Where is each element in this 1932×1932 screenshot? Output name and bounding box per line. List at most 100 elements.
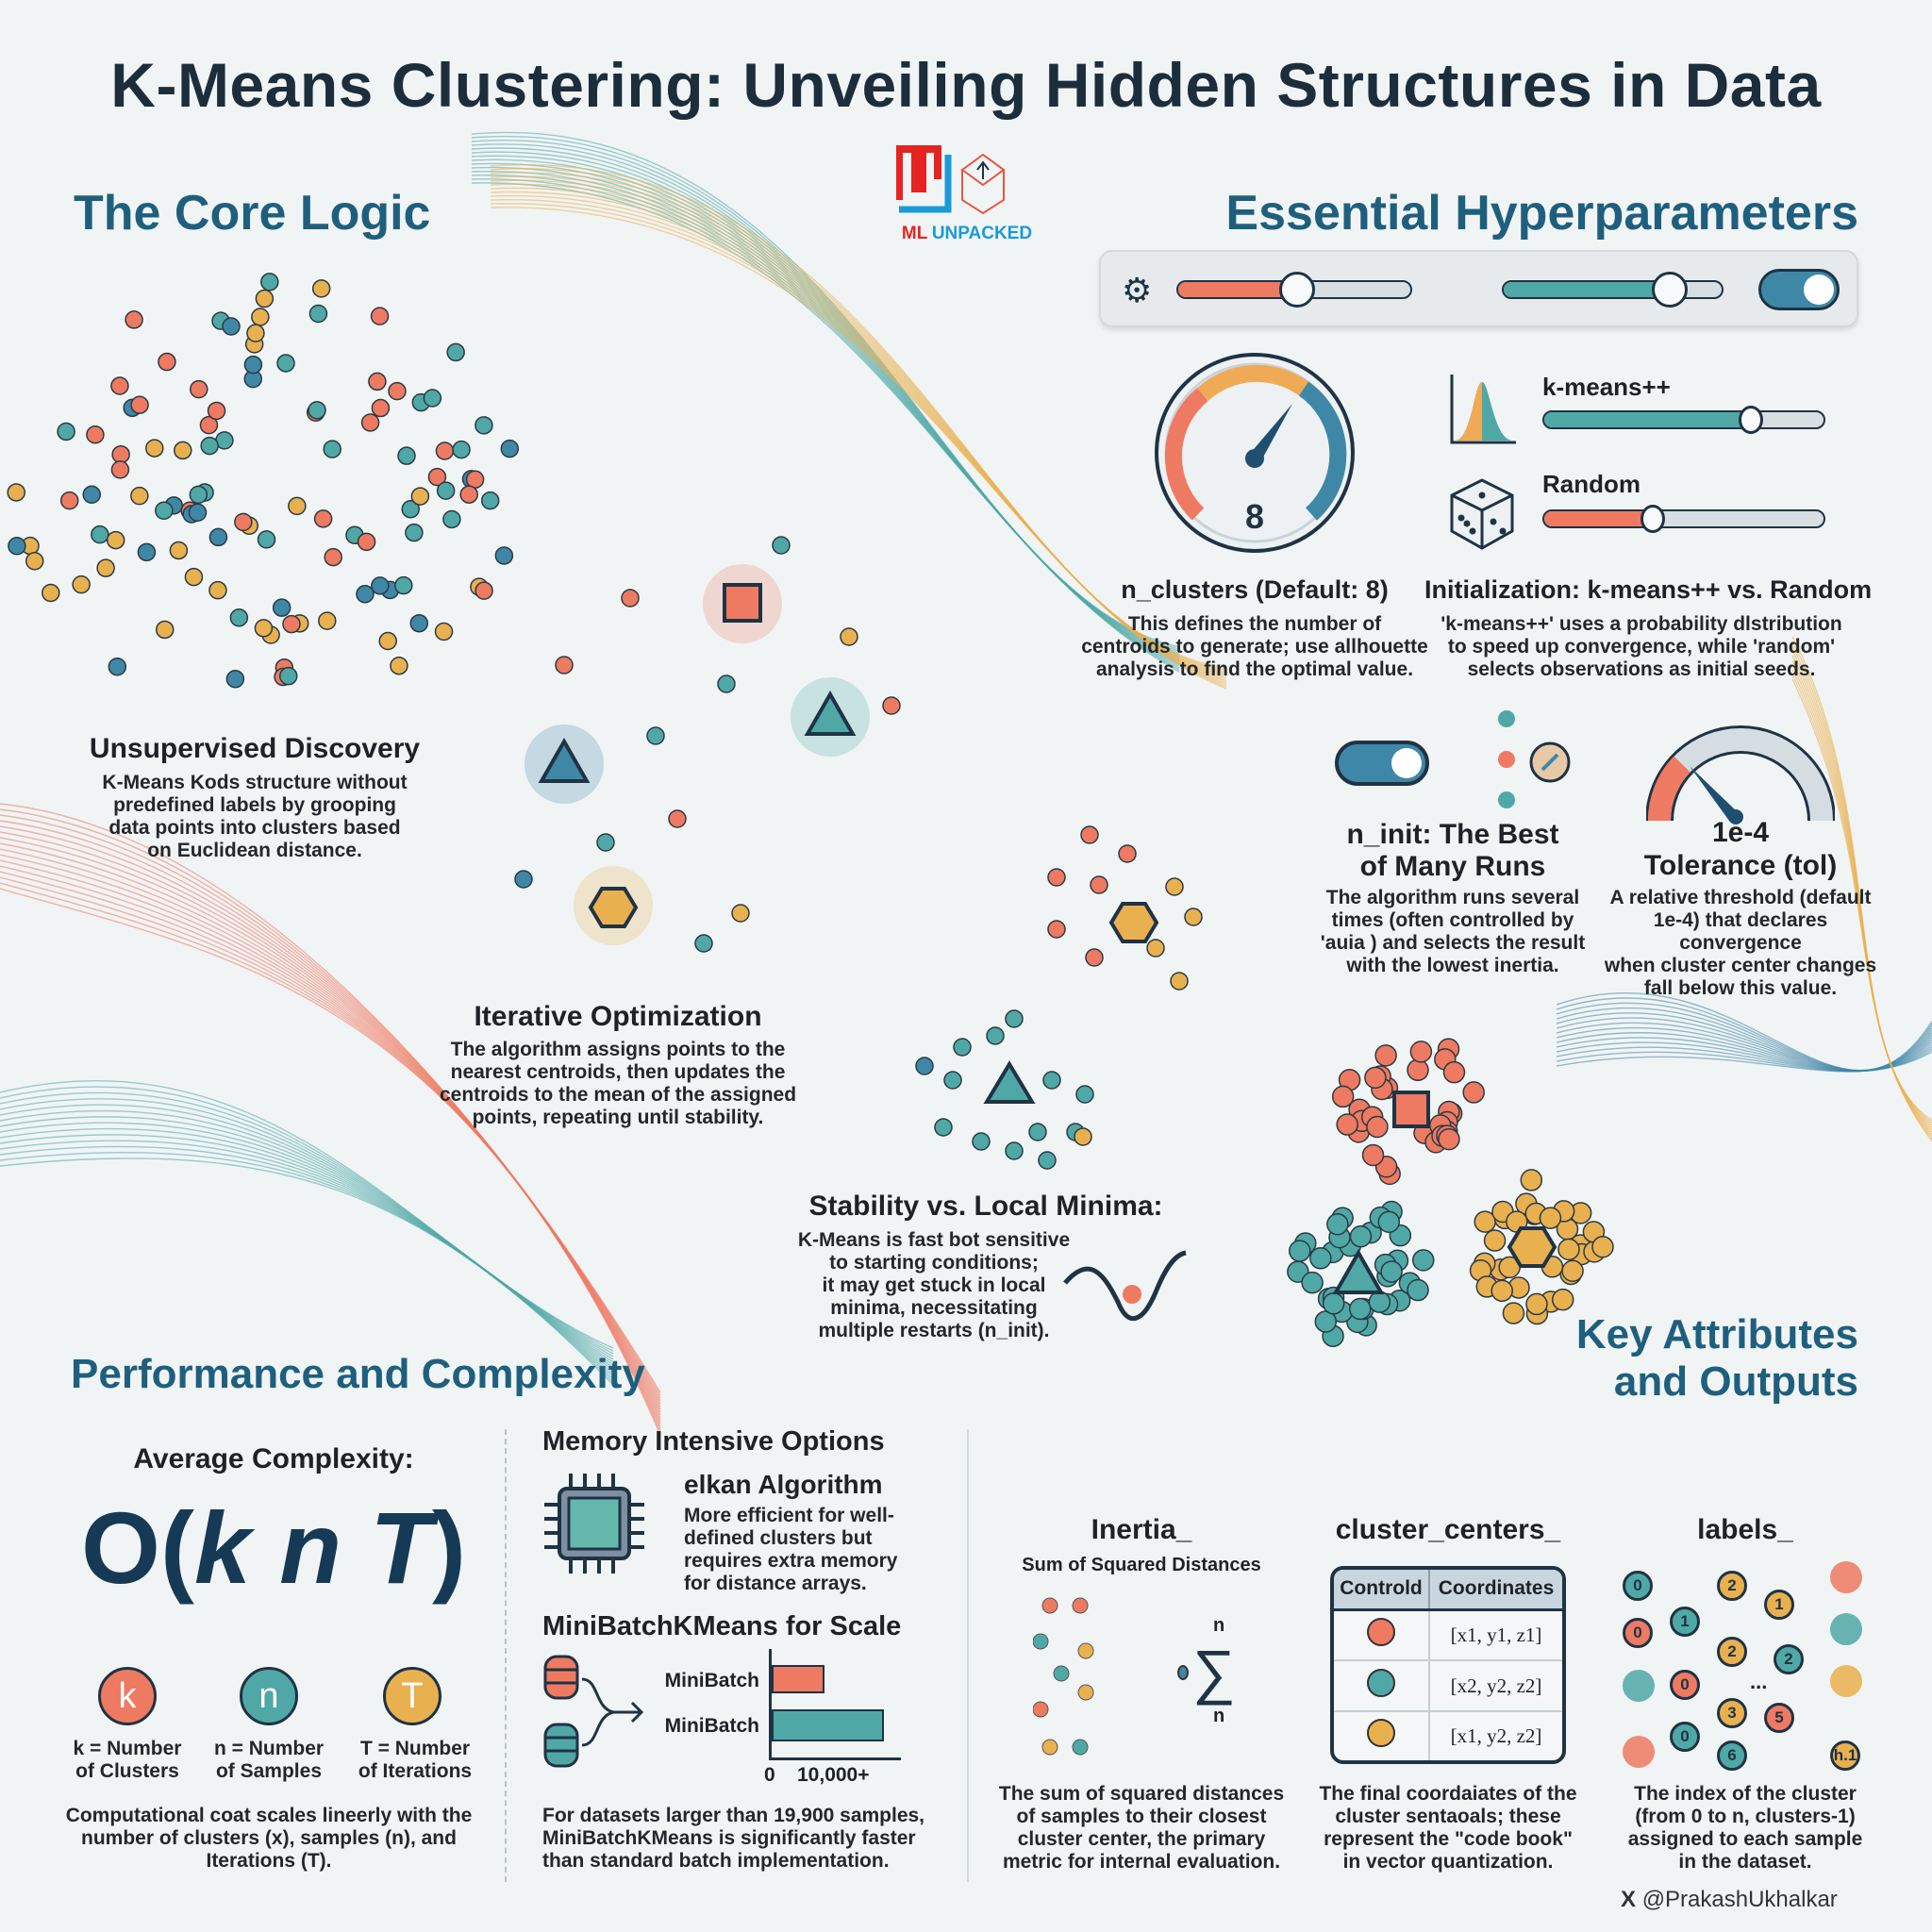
init-option-kmeanspp-label: k-means++ bbox=[1542, 373, 1671, 401]
data-point bbox=[25, 551, 44, 571]
tolerance-description: A relative threshold (default 1e-4) that… bbox=[1604, 887, 1877, 999]
data-point bbox=[57, 422, 75, 441]
data-point bbox=[1301, 1271, 1324, 1294]
n-init-toggle[interactable] bbox=[1335, 741, 1429, 786]
data-point bbox=[1331, 1085, 1355, 1108]
data-point bbox=[1309, 1247, 1332, 1270]
centroid-dot bbox=[1177, 1665, 1189, 1680]
performance-heading: Performance and Complexity bbox=[71, 1351, 645, 1397]
formula-close: ) bbox=[432, 1491, 467, 1605]
n-clusters-title: n_clusters (Default: 8) bbox=[1121, 575, 1389, 604]
data-point bbox=[1557, 1238, 1580, 1261]
centroid-color-dot bbox=[1367, 1669, 1395, 1698]
data-point bbox=[694, 934, 713, 953]
data-point bbox=[200, 436, 219, 456]
centroid-color-dot bbox=[1367, 1719, 1395, 1748]
cluster-label-badge: 6 bbox=[1717, 1740, 1747, 1771]
hyperparameter-slider-2[interactable] bbox=[1502, 272, 1724, 308]
initialization-description: 'k-means++' uses a probability dlstribut… bbox=[1441, 613, 1842, 680]
data-point bbox=[1591, 1235, 1614, 1258]
slider-handle[interactable] bbox=[1641, 505, 1666, 533]
attributes-heading-line1: Key Attributes bbox=[1575, 1311, 1858, 1357]
data-point bbox=[1361, 1143, 1385, 1167]
hyperparameter-slider-1[interactable] bbox=[1176, 272, 1412, 308]
data-point bbox=[368, 372, 387, 391]
data-point bbox=[442, 509, 461, 529]
centroid-hexagon-icon bbox=[588, 887, 639, 928]
data-point bbox=[288, 496, 307, 516]
random-slider[interactable] bbox=[1542, 505, 1825, 533]
data-point bbox=[717, 675, 736, 693]
minibatch-bar-label: MiniBatch bbox=[664, 1715, 759, 1737]
centroid-hexagon-icon bbox=[1108, 902, 1159, 943]
data-point bbox=[943, 1071, 962, 1090]
inertia-subtitle: Sum of Squared Distances bbox=[1022, 1555, 1261, 1575]
table-row: [x2, y2, z2] bbox=[1334, 1659, 1562, 1711]
data-point bbox=[254, 619, 274, 638]
data-point bbox=[82, 485, 101, 505]
data-point bbox=[308, 401, 326, 420]
centroid-square-icon bbox=[1392, 1091, 1430, 1128]
data-point bbox=[130, 395, 149, 414]
data-point bbox=[427, 467, 447, 487]
data-point bbox=[130, 486, 149, 506]
data-point bbox=[42, 583, 60, 603]
credit[interactable]: X @PrakashUkhalkar bbox=[1621, 1887, 1838, 1913]
data-point bbox=[388, 381, 407, 401]
slider-handle[interactable] bbox=[1739, 406, 1763, 434]
centroid-triangle-icon bbox=[1332, 1248, 1385, 1294]
data-point bbox=[360, 413, 380, 432]
data-point bbox=[452, 440, 471, 459]
unsupervised-description: K-Means Kods structure without predefine… bbox=[102, 772, 408, 861]
data-point bbox=[155, 501, 174, 520]
data-point bbox=[480, 491, 500, 510]
cluster-label-badge: 1 bbox=[1670, 1607, 1700, 1637]
data-point bbox=[397, 446, 416, 465]
complexity-description: Computational coat scales lineerly with … bbox=[65, 1805, 473, 1872]
data-point bbox=[1349, 1297, 1372, 1321]
data-point bbox=[1520, 1169, 1543, 1191]
data-point bbox=[86, 425, 105, 444]
data-point bbox=[1184, 908, 1203, 926]
data-point bbox=[190, 379, 208, 399]
table-header-centroid: Controld bbox=[1334, 1570, 1430, 1611]
data-point bbox=[1080, 825, 1099, 844]
data-point bbox=[188, 503, 208, 522]
kmeanspp-slider[interactable] bbox=[1542, 406, 1825, 434]
elkan-description: More efficient for well- defined cluster… bbox=[684, 1505, 898, 1594]
data-point bbox=[435, 441, 455, 460]
data-point bbox=[953, 1038, 972, 1057]
database-flow-icon bbox=[543, 1655, 644, 1768]
inertia-title: Inertia_ bbox=[1091, 1514, 1192, 1545]
data-point bbox=[1364, 1066, 1387, 1090]
slider-handle[interactable] bbox=[1652, 272, 1689, 308]
data-point bbox=[1407, 1058, 1429, 1082]
distribution-curve-icon bbox=[1450, 375, 1516, 444]
attributes-heading-line2: and Outputs bbox=[1613, 1358, 1858, 1405]
cluster-label-badge: 5 bbox=[1764, 1703, 1794, 1733]
hyperparameter-toggle[interactable] bbox=[1758, 269, 1840, 310]
data-point bbox=[1047, 920, 1066, 939]
labels-title: labels_ bbox=[1697, 1514, 1793, 1545]
gear-icon: ⚙ bbox=[1122, 271, 1153, 309]
minibatch-bar-label: MiniBatch bbox=[664, 1670, 759, 1691]
data-point bbox=[370, 307, 390, 325]
data-point bbox=[308, 304, 328, 324]
data-point bbox=[106, 530, 125, 550]
data-point bbox=[1502, 1302, 1525, 1324]
logo-mark-icon bbox=[895, 145, 1006, 215]
sigma-subscript: n bbox=[1213, 1706, 1225, 1726]
var-t-label: T = Number of Iterations bbox=[358, 1738, 473, 1782]
centroid-hexagon-icon bbox=[1507, 1226, 1557, 1268]
data-point bbox=[1409, 1041, 1433, 1063]
data-point bbox=[772, 536, 791, 555]
flow-line bbox=[1556, 1051, 1932, 1073]
data-point bbox=[311, 279, 331, 298]
data-point bbox=[260, 273, 279, 291]
coordinates-cell: [x1, y2, z2] bbox=[1429, 1709, 1562, 1760]
data-point bbox=[596, 833, 615, 852]
slider-handle[interactable] bbox=[1279, 272, 1315, 308]
logo-text-ml: ML bbox=[901, 224, 928, 243]
data-point bbox=[111, 444, 130, 464]
